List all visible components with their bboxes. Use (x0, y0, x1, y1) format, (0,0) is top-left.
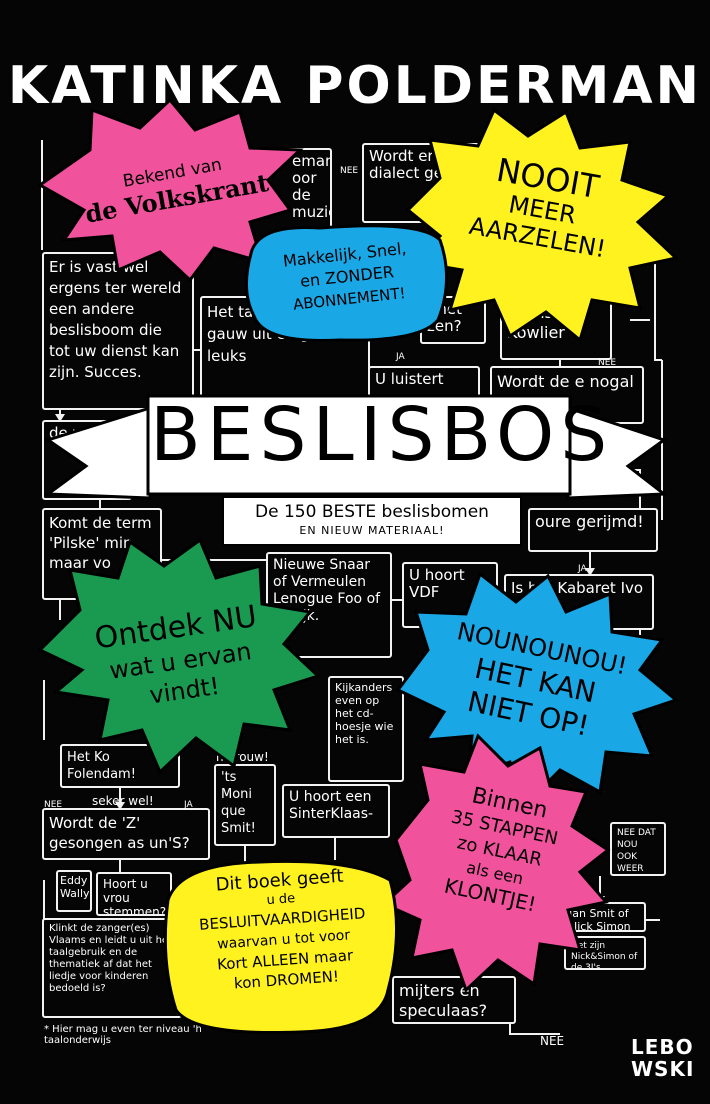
nee-label: NEE (44, 800, 63, 810)
tree-box: Hoort u vrou stemmen? (96, 872, 172, 916)
tree-box: Eddy Wally! (56, 870, 92, 912)
binnen-burst (381, 733, 611, 993)
book-title: BESLISBOS (150, 392, 614, 478)
tree-box: Er is vast wel ergens ter wereld een and… (42, 252, 194, 410)
nee-label: NEE (540, 1034, 565, 1048)
publisher-logo-line1: LEBO (631, 1035, 694, 1059)
nee-label: NEE (340, 166, 359, 176)
tree-box: oure gerijmd! (528, 508, 658, 552)
publisher-logo-line2: WSKI (631, 1057, 695, 1081)
seker-label: seker wel! (92, 794, 154, 808)
tree-box: 'ts Moni que Smit! (214, 764, 276, 846)
subtitle-secondary: EN NIEUW MATERIAAL! (299, 524, 445, 537)
tree-box: U hoort een SinterKlaas- (282, 784, 390, 838)
ja-label: JA (396, 352, 405, 362)
subtitle: De 150 BESTE beslisbomen (255, 502, 489, 522)
nooit-burst (405, 107, 680, 343)
tree-box: Het zijn Nick&Simon of de 3J's (564, 936, 646, 970)
tree-box: Klinkt de zanger(es) Vlaams en leidt u u… (42, 918, 182, 1018)
boek-blob (163, 859, 399, 1034)
ontdek-burst (37, 537, 321, 775)
tree-box: Kijkanders even op het cd-hoesje wie het… (328, 676, 404, 782)
makkelijk-blob (244, 224, 448, 342)
author-name: KATINKA POLDERMAN (7, 56, 703, 116)
publisher-logo: LEBO WSKI (631, 1035, 695, 1084)
footnote: * Hier mag u even ter niveau 'h taalonde… (44, 1024, 202, 1046)
tree-box: Wordt de 'Z' gesongen as un'S? (42, 808, 210, 860)
boek-sticker: Dit boek geeft u de BESLUITVAARDIGHEID w… (172, 863, 394, 998)
ja-label: JA (184, 800, 193, 810)
subtitle-box: De 150 BESTE beslisbomen EN NIEUW MATERI… (222, 496, 522, 546)
tree-box: mijters en speculaas? (392, 976, 516, 1024)
ja-label: JA (578, 564, 587, 574)
tree-box: NEE DAT NOU OOK WEER NIET (610, 822, 666, 876)
nee-label: NEE (598, 358, 617, 368)
volkskrant-burst (37, 97, 304, 283)
